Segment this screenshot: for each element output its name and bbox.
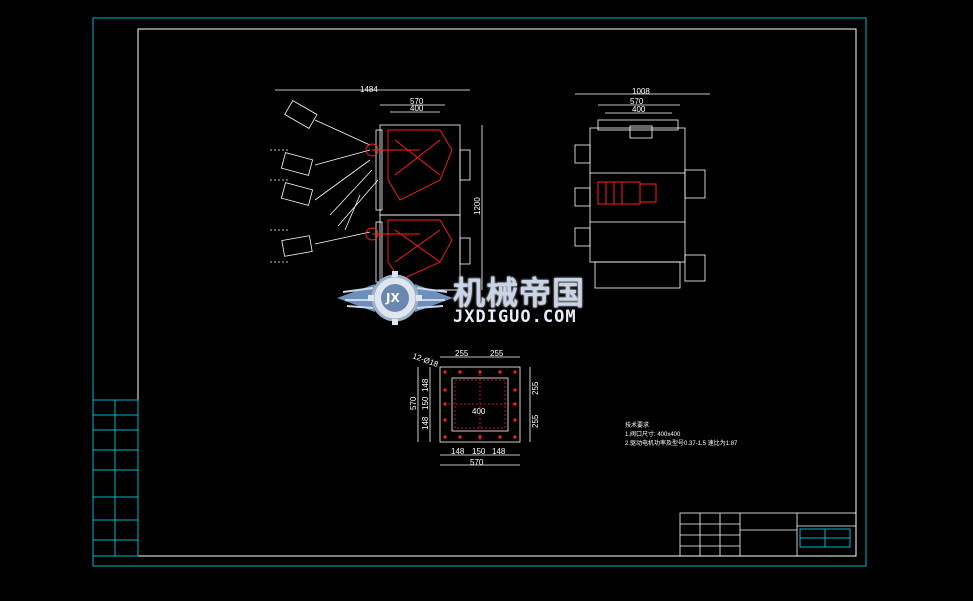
inner-frame (137, 28, 857, 557)
front-view-red (365, 129, 453, 281)
flange-dim-top-left: 255 (455, 349, 469, 358)
flange-dim-right-b: 255 (531, 414, 540, 428)
side-dim-total: 1008 (632, 87, 650, 96)
flange-dim-top-right: 255 (490, 349, 504, 358)
actuator-arms (280, 100, 379, 257)
flange-inner-red (444, 370, 516, 440)
flange-bolt-holes (443, 370, 517, 439)
title-block (679, 512, 857, 557)
notes-title: 技术要求 (625, 423, 650, 429)
flange-dim-left-c: 148 (421, 416, 430, 430)
title-block-cyan (799, 528, 851, 548)
flange-dim-bottom-b: 150 (472, 447, 486, 456)
flange-dim-left-total: 570 (409, 396, 418, 410)
flange-dim-right-a: 255 (531, 381, 540, 395)
dotted-chains (270, 149, 290, 263)
side-dim-mid: 570 (630, 97, 644, 106)
front-dim-upper: 570 (410, 97, 424, 106)
side-dim-inner: 400 (632, 105, 646, 114)
front-dim-total: 1484 (360, 85, 378, 94)
flange-hole-note: 12-Ø18 (411, 351, 440, 369)
side-strip (92, 399, 139, 557)
front-dim-inner: 400 (410, 104, 424, 113)
flange-dim-center: 400 (472, 407, 486, 416)
flange-dim-bottom-total: 570 (470, 458, 484, 467)
front-view (270, 89, 483, 291)
front-dim-height: 1200 (473, 197, 482, 215)
watermark-logo-letters: JX (386, 291, 400, 305)
flange-dim-bottom-a: 148 (451, 447, 465, 456)
notes-line1: 1.阀口尺寸: 400x400 (625, 432, 681, 438)
watermark-cn: 机械帝国 (453, 274, 586, 312)
flange-dim-bottom-c: 148 (492, 447, 506, 456)
watermark-en: JXDIGUO.COM (453, 307, 577, 327)
side-view-red (597, 181, 657, 205)
side-view (574, 93, 710, 289)
flange-dim-left-b: 150 (421, 396, 430, 410)
notes-line2: 2.驱动电机功率及型号0.37-1.5 速比为1:87 (625, 441, 738, 447)
watermark-logo-icon (337, 271, 453, 325)
outer-frame (92, 17, 867, 567)
flange-dim-left-a: 148 (421, 378, 430, 392)
